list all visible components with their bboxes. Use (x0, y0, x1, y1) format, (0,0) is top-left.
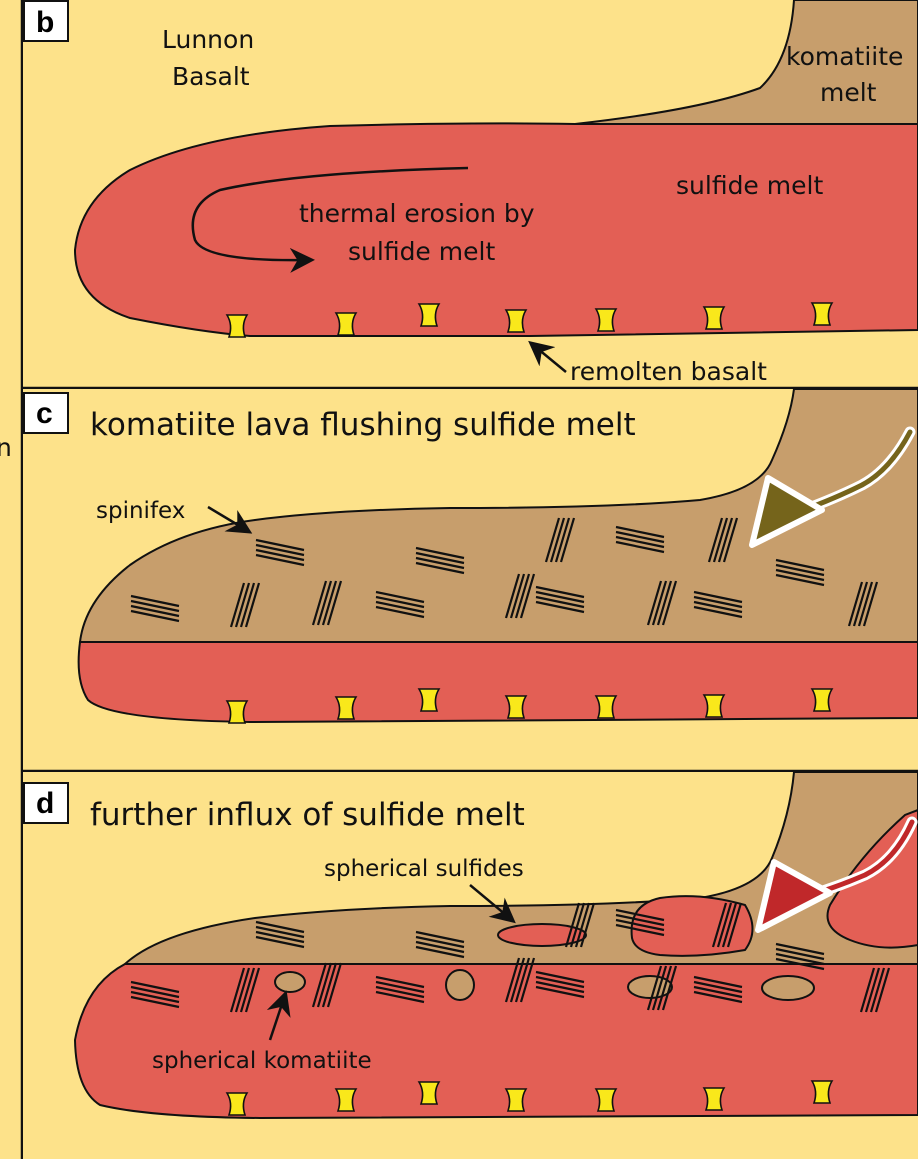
sulfide-melt-body-b (75, 123, 918, 336)
remolten-pillar (812, 689, 832, 711)
sulfide-melt-label: sulfide melt (676, 171, 823, 200)
panel-d: d further influx of sulfide melt spheric… (23, 772, 918, 1159)
panel-b: b Lunnon Basalt komatiite melt sulfide m… (23, 0, 918, 388)
remolten-pillar (419, 304, 439, 326)
spherical-komatiite-label: spherical komatiite (152, 1048, 372, 1074)
remolten-pillar (704, 1088, 724, 1110)
komatiite-melt-label-2: melt (820, 78, 877, 107)
left-strip (0, 0, 22, 1159)
remolten-pillar (506, 1089, 526, 1111)
panel-title: komatiite lava flushing sulfide melt (90, 407, 636, 443)
panel-letter: b (36, 6, 54, 39)
spherical-komatiite (762, 976, 814, 1000)
remolten-pillar (227, 315, 247, 337)
remolten-basalt-label: remolten basalt (570, 357, 767, 386)
panel-title: further influx of sulfide melt (90, 797, 525, 833)
remolten-pillar (227, 1093, 247, 1115)
panel-letter: d (36, 787, 54, 820)
left-strip-glyph: n (0, 433, 12, 462)
remolten-pillar (506, 696, 526, 718)
remolten-pillar (419, 1082, 439, 1104)
remolten-pillar (704, 695, 724, 717)
remolten-pillar (227, 701, 247, 723)
lunnon-basalt-label-2: Basalt (172, 62, 250, 91)
remolten-pillar (812, 1081, 832, 1103)
spherical-komatiite (446, 970, 474, 1000)
spinifex-label: spinifex (96, 498, 185, 524)
panel-c: c komatiite lava flushing sulfide melt s… (23, 389, 918, 771)
sulfide-layer-c (79, 642, 918, 722)
remolten-pillar (704, 307, 724, 329)
komatiite-melt-label-1: komatiite (786, 42, 903, 71)
thermal-erosion-label-1: thermal erosion by (299, 199, 535, 228)
thermal-erosion-label-2: sulfide melt (348, 237, 495, 266)
remolten-pillar (812, 303, 832, 325)
lunnon-basalt-label-1: Lunnon (162, 25, 254, 54)
remolten-pillar (419, 689, 439, 711)
spherical-komatiite (275, 972, 305, 992)
remolten-pillar (596, 1089, 616, 1111)
panel-letter: c (36, 397, 53, 430)
remolten-pillar (336, 1089, 356, 1111)
remolten-pillar (596, 696, 616, 718)
remolten-pillar (336, 697, 356, 719)
remolten-pillar (506, 310, 526, 332)
spherical-sulfides-label: spherical sulfides (324, 856, 524, 882)
remolten-pillar (336, 313, 356, 335)
remolten-pillar (596, 309, 616, 331)
